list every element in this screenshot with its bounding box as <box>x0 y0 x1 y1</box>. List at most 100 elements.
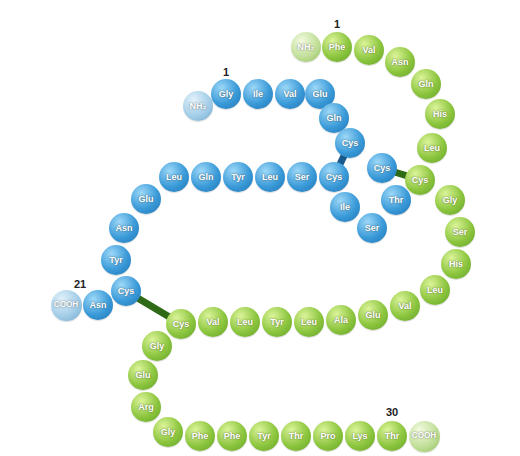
residue-bead: Gly <box>435 185 465 215</box>
residue-bead: Ser <box>357 213 387 243</box>
residue-bead: Leu <box>230 307 260 337</box>
residue-name: COOH <box>54 301 79 309</box>
residue-bead: Leu <box>417 133 447 163</box>
residue-name: Tyr <box>109 256 122 265</box>
residue-name: Leu <box>427 286 443 295</box>
residue-name: Tyr <box>231 173 244 182</box>
residue-bead: Thr <box>381 185 411 215</box>
residue-bead: Leu <box>294 307 324 337</box>
bond-line <box>138 298 169 317</box>
residue-name: Tyr <box>270 318 283 327</box>
residue-name: Gln <box>199 173 214 182</box>
residue-name: Cys <box>374 164 391 173</box>
residue-bead: Glu <box>128 360 158 390</box>
residue-bead: Phe <box>185 421 215 451</box>
residue-bead: Cys <box>111 276 141 306</box>
residue-number: 30 <box>386 407 398 418</box>
residue-bead: Ser <box>445 217 475 247</box>
residue-name: Val <box>206 318 219 327</box>
residue-bead: His <box>425 99 455 129</box>
residue-bead: Cys <box>405 165 435 195</box>
residue-name: Cys <box>326 173 343 182</box>
residue-name: Glu <box>139 195 154 204</box>
residue-name: Cys <box>118 287 135 296</box>
residue-bead: Pro <box>313 421 343 451</box>
residue-bead: Thr <box>377 421 407 451</box>
residue-name: Thr <box>289 432 304 441</box>
residue-name: Ser <box>453 228 468 237</box>
residue-bead: Tyr <box>262 307 292 337</box>
residue-name: His <box>433 110 447 119</box>
residue-bead: Cys <box>335 128 365 158</box>
terminus-bead: COOH <box>51 290 82 321</box>
residue-number: 1 <box>334 19 340 30</box>
residue-name: Tyr <box>257 432 270 441</box>
residue-bead: Gln <box>411 69 441 99</box>
residue-name: Leu <box>237 318 253 327</box>
residue-name: Cys <box>173 320 190 329</box>
residue-bead: Val <box>354 35 384 65</box>
residue-bead: Cys <box>166 309 196 339</box>
residue-name: Lys <box>352 432 367 441</box>
residue-bead: Tyr <box>249 421 279 451</box>
residue-bead: Leu <box>159 162 189 192</box>
residue-name: Gln <box>327 114 342 123</box>
residue-name: Thr <box>389 196 404 205</box>
residue-name: Ile <box>340 203 350 212</box>
residue-bead: Lys <box>345 421 375 451</box>
residue-name: Ser <box>365 224 380 233</box>
residue-bead: Ser <box>287 162 317 192</box>
residue-name: Pro <box>320 432 335 441</box>
residue-name: Glu <box>366 311 381 320</box>
residue-name: Leu <box>424 144 440 153</box>
residue-name: Asn <box>391 58 408 67</box>
residue-bead: Cys <box>319 162 349 192</box>
residue-name: Gly <box>443 196 458 205</box>
residue-bead: Arg <box>131 392 161 422</box>
residue-name: Leu <box>301 318 317 327</box>
residue-bead: Val <box>275 79 305 109</box>
terminus-bead: COOH <box>409 421 440 452</box>
residue-bead: Ile <box>330 192 360 222</box>
residue-name: Cys <box>342 139 359 148</box>
residue-bead: Thr <box>281 421 311 451</box>
residue-name: Val <box>362 46 375 55</box>
residue-number: 1 <box>223 67 229 78</box>
residue-name: Thr <box>385 432 400 441</box>
residue-name: Ser <box>295 173 310 182</box>
residue-name: His <box>449 260 463 269</box>
residue-name: Asn <box>89 301 106 310</box>
residue-name: Cys <box>412 176 429 185</box>
residue-name: Ala <box>334 316 348 325</box>
residue-bead: Ile <box>243 79 273 109</box>
residue-bead: Gly <box>153 417 183 447</box>
residue-name: Ile <box>253 90 263 99</box>
residue-name: Leu <box>262 173 278 182</box>
residue-bead: Val <box>198 307 228 337</box>
residue-bead: Asn <box>83 290 113 320</box>
residue-name: Asn <box>115 224 132 233</box>
terminus-bead: NH₂ <box>183 91 213 121</box>
residue-bead: His <box>441 249 471 279</box>
residue-bead: Gln <box>191 162 221 192</box>
residue-bead: Phe <box>322 32 352 62</box>
residue-name: Val <box>398 302 411 311</box>
residue-bead: Ala <box>326 305 356 335</box>
residue-name: Val <box>283 90 296 99</box>
residue-name: COOH <box>412 432 437 440</box>
residue-number: 21 <box>74 279 86 290</box>
residue-bead: Glu <box>358 300 388 330</box>
residue-bead: Gly <box>142 331 172 361</box>
residue-name: Phe <box>329 43 346 52</box>
residue-bead: Gly <box>211 79 241 109</box>
residue-bead: Cys <box>367 153 397 183</box>
residue-bead: Tyr <box>101 245 131 275</box>
residue-bead: Phe <box>217 421 247 451</box>
residue-bead: Asn <box>109 213 139 243</box>
residue-name: NH₂ <box>190 102 207 111</box>
residue-name: Gln <box>419 80 434 89</box>
disulfide-bond <box>138 298 169 317</box>
residue-name: Gly <box>161 428 176 437</box>
